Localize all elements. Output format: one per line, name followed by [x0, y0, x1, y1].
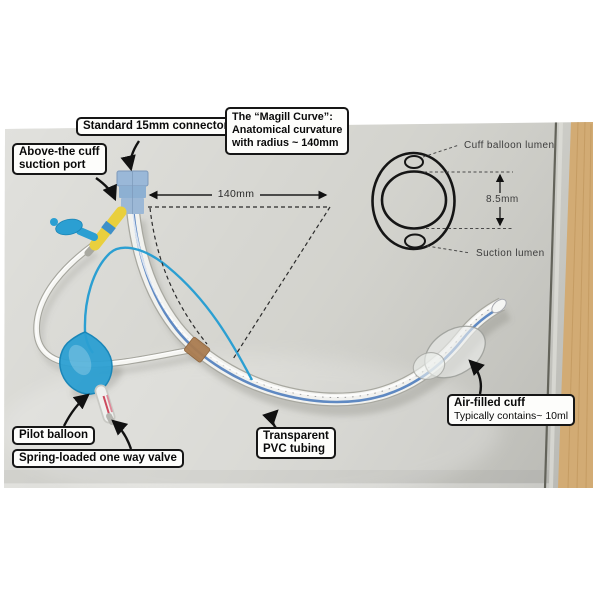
air-cuff-subtitle: Typically contains~ 10ml: [454, 410, 569, 422]
wood-grain: [567, 122, 592, 488]
cross-section-label-suction-lumen: Suction lumen: [476, 248, 545, 259]
board-edge-line: [543, 122, 558, 488]
cross-section-label-cuff-lumen: Cuff balloon lumen: [464, 140, 555, 151]
air-cuff-title: Air-filled cuff: [454, 397, 525, 409]
magill-line2: Anatomical curvature: [232, 124, 343, 137]
magill-line1: The “Magill Curve”:: [232, 111, 333, 123]
board-bottom-edge: [4, 483, 549, 488]
outer-wall: [371, 151, 456, 251]
suction-port-line1: Above-the cuff: [19, 146, 100, 158]
magill-radius-dashes: [148, 206, 331, 360]
depth-marker: [183, 336, 211, 363]
suction-lumen: [404, 233, 426, 249]
tube-tip: [491, 298, 507, 314]
callout-magill-curve: The “Magill Curve”: Anatomical curvature…: [225, 107, 350, 155]
callout-arrow-tubing: [262, 409, 279, 429]
callout-pilot-balloon: Pilot balloon: [12, 426, 95, 445]
callout-arrow-pilot-balloon: [62, 393, 90, 427]
cross-section-label-diameter: 8.5mm: [486, 194, 519, 205]
pvc-line1: Transparent: [263, 430, 329, 442]
suction-port-yellow: [84, 206, 127, 257]
callout-arrow-connector: [120, 140, 140, 172]
callout-arrow-suction-port: [95, 177, 117, 202]
pilot-balloon: [59, 331, 113, 395]
main-lumen: [380, 170, 448, 230]
cross-section-diagram: [371, 144, 513, 254]
callout-arrow-valve: [111, 419, 133, 450]
dimension-label-140mm: 140mm: [217, 188, 255, 200]
one-way-valve: [94, 384, 116, 425]
cuff-balloon-lumen: [404, 155, 424, 169]
magill-line3: with radius ~ 140mm: [232, 137, 339, 150]
callout-suction-port: Above-the cuff suction port: [12, 143, 107, 175]
callout-air-filled-cuff: Air-filled cuff Typically contains~ 10ml: [447, 394, 576, 426]
callout-pvc-tubing: Transparent PVC tubing: [256, 427, 336, 459]
board-bottom-band: [4, 470, 549, 484]
callout-standard-connector: Standard 15mm connector: [76, 117, 236, 136]
suction-port-line2: suction port: [19, 159, 86, 171]
callout-arrow-cuff: [468, 359, 485, 395]
pvc-line2: PVC tubing: [263, 443, 325, 455]
suction-port-cap: [50, 218, 98, 241]
callout-one-way-valve: Spring-loaded one way valve: [12, 449, 184, 468]
